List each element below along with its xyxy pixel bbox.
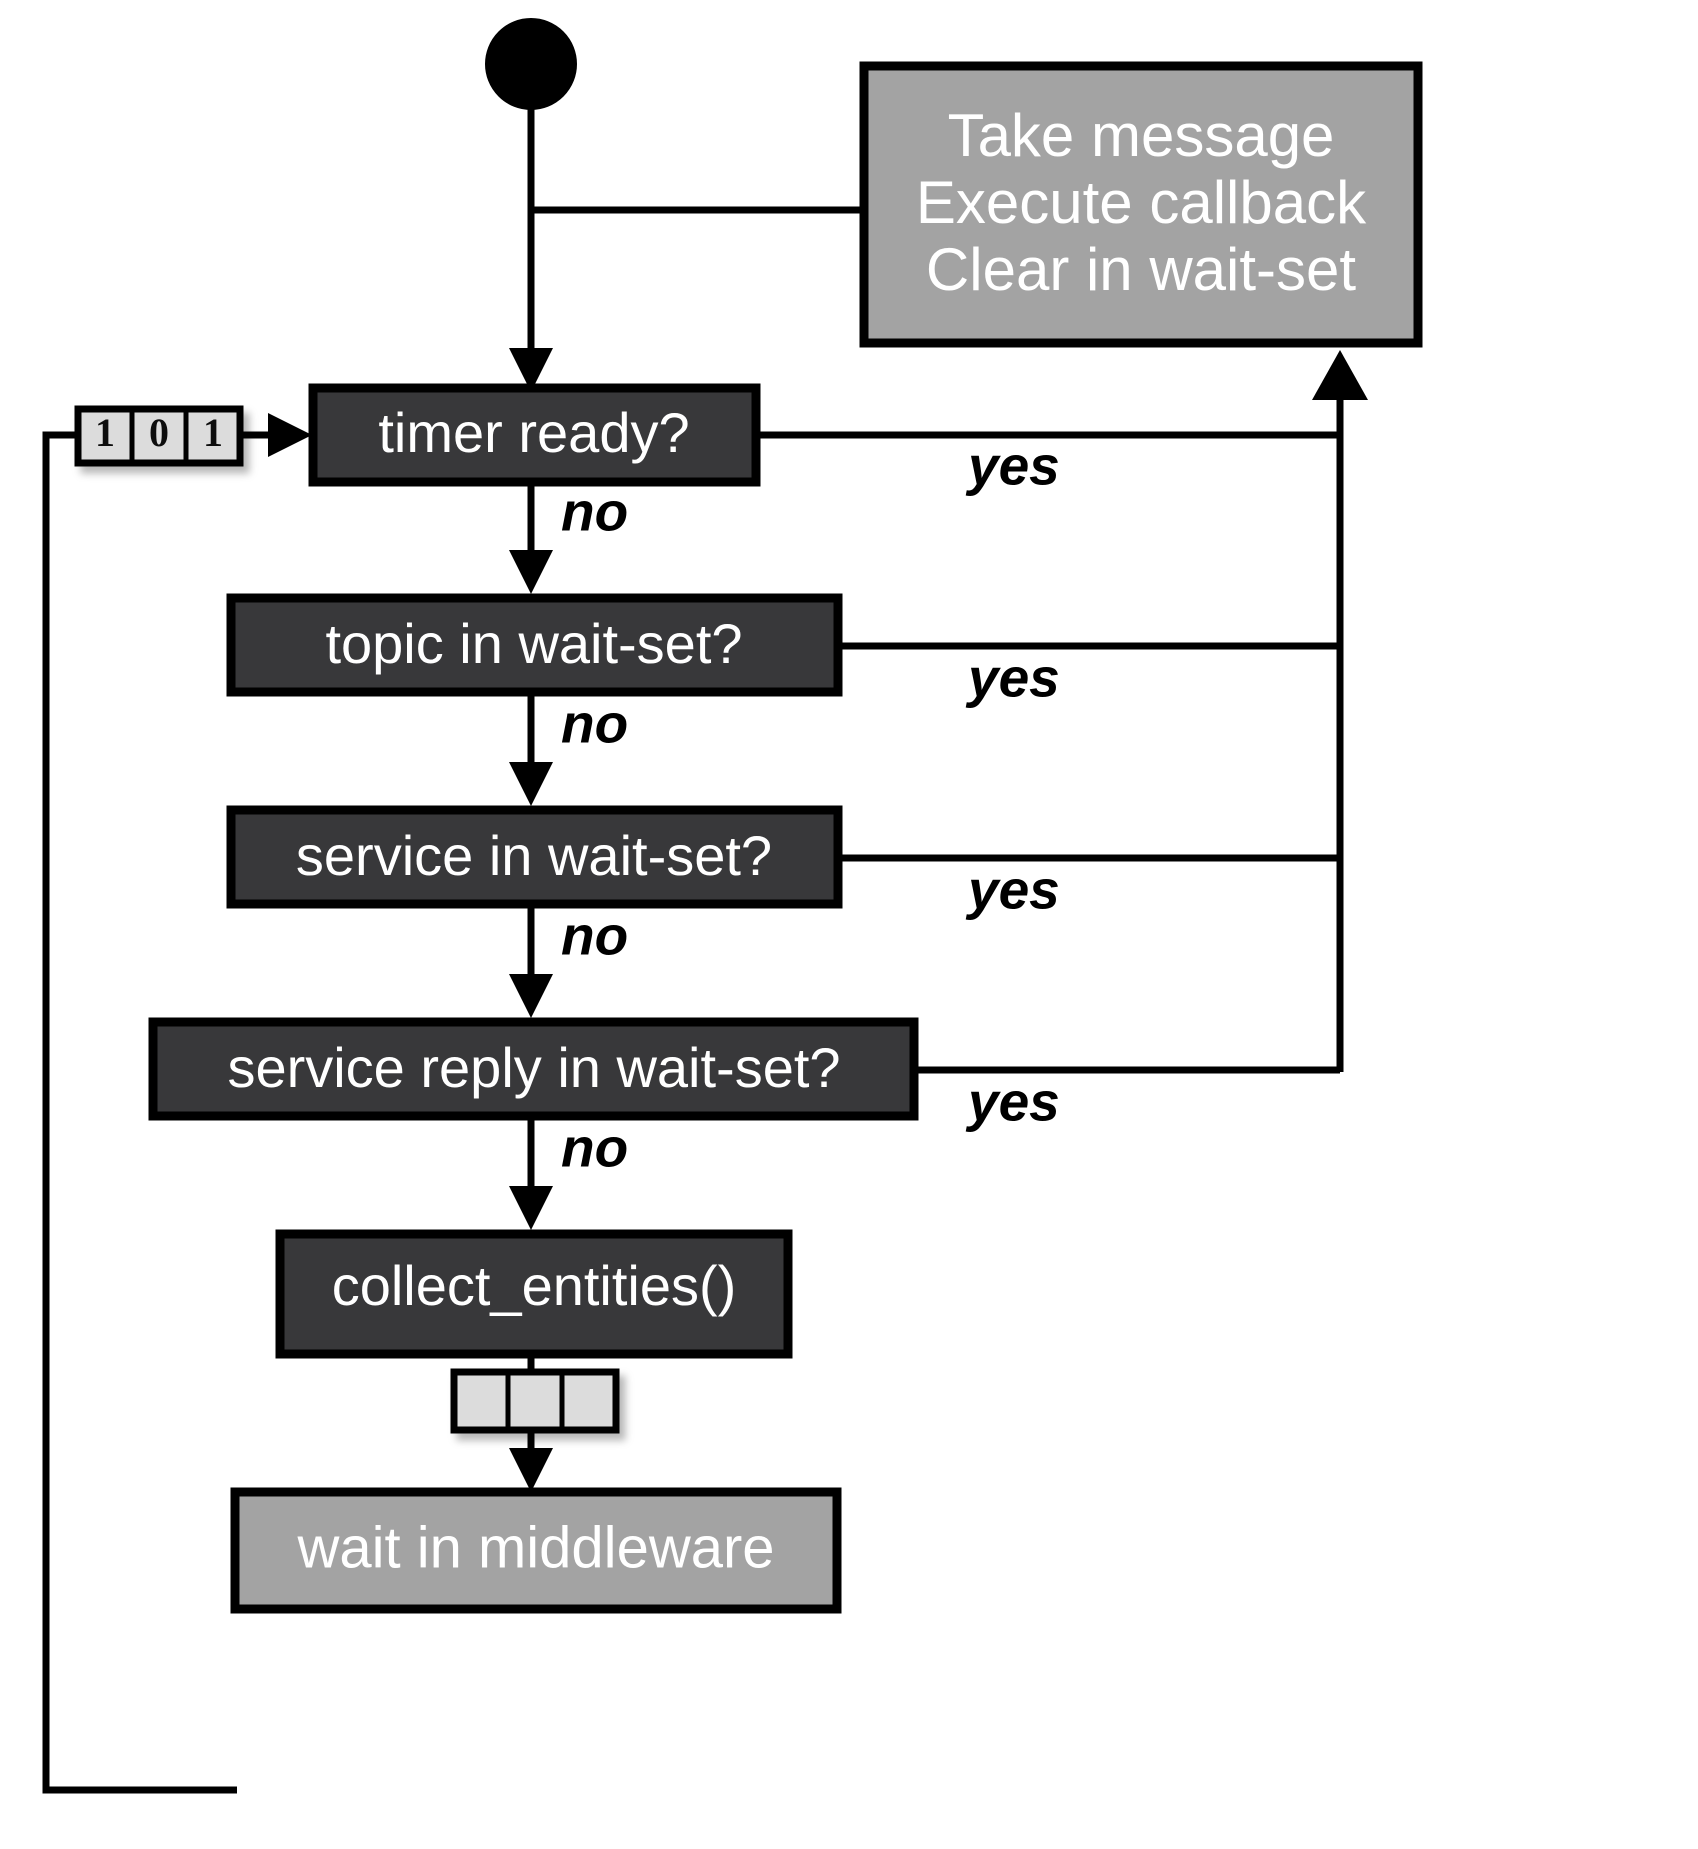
edge-label-timer-ready-no: no — [561, 481, 628, 543]
bitfield-wait-set-bits[interactable]: 1 0 1 — [74, 405, 244, 467]
edge-label-service-yes: yes — [965, 859, 1060, 921]
edge-layer — [42, 105, 1368, 1794]
bitfield-wait-set-empty[interactable] — [450, 1368, 620, 1434]
service-reply-in-wait-set-label: service reply in wait-set? — [227, 1036, 840, 1099]
edge-yes-riser — [1312, 350, 1368, 1072]
node-service-in-wait-set[interactable]: service in wait-set? — [226, 805, 843, 909]
edge-label-timer-ready-yes: yes — [965, 435, 1060, 497]
wait-in-middleware-label: wait in middleware — [296, 1515, 774, 1580]
take-message-line-3: Clear in wait-set — [926, 236, 1356, 303]
bitfield-cell-1: 0 — [149, 410, 169, 455]
start-node — [485, 18, 577, 110]
edge-wait-to-timer-ready — [42, 431, 237, 1794]
node-collect-entities[interactable]: collect_entities() — [275, 1229, 793, 1359]
edge-label-service-reply-yes: yes — [965, 1071, 1060, 1133]
bitfield-cell-0: 1 — [95, 410, 115, 455]
node-service-reply-in-wait-set[interactable]: service reply in wait-set? — [148, 1017, 919, 1121]
edge-topic-no — [509, 692, 553, 806]
node-timer-ready[interactable]: timer ready? — [308, 383, 761, 487]
take-message-line-1: Take message — [948, 102, 1335, 169]
service-in-wait-set-label: service in wait-set? — [296, 824, 772, 887]
edge-bitfield-to-timer-ready — [240, 413, 312, 457]
bitfield-cell-2: 1 — [203, 410, 223, 455]
edge-label-service-reply-no: no — [561, 1117, 628, 1179]
edge-service-reply-no — [509, 1116, 553, 1230]
node-wait-in-middleware[interactable]: wait in middleware — [230, 1487, 842, 1614]
edge-label-topic-yes: yes — [965, 647, 1060, 709]
topic-in-wait-set-label: topic in wait-set? — [325, 612, 742, 675]
edge-service-no — [509, 904, 553, 1018]
edge-label-topic-no: no — [561, 693, 628, 755]
collect-entities-label: collect_entities() — [332, 1254, 737, 1317]
node-take-message[interactable]: Take message Execute callback Clear in w… — [859, 61, 1423, 348]
edge-start-to-timer-ready — [509, 105, 553, 392]
edge-label-service-no: no — [561, 905, 628, 967]
edge-timer-ready-no — [509, 482, 553, 594]
timer-ready-label: timer ready? — [378, 401, 689, 464]
node-topic-in-wait-set[interactable]: topic in wait-set? — [226, 593, 843, 697]
take-message-line-2: Execute callback — [916, 169, 1367, 236]
